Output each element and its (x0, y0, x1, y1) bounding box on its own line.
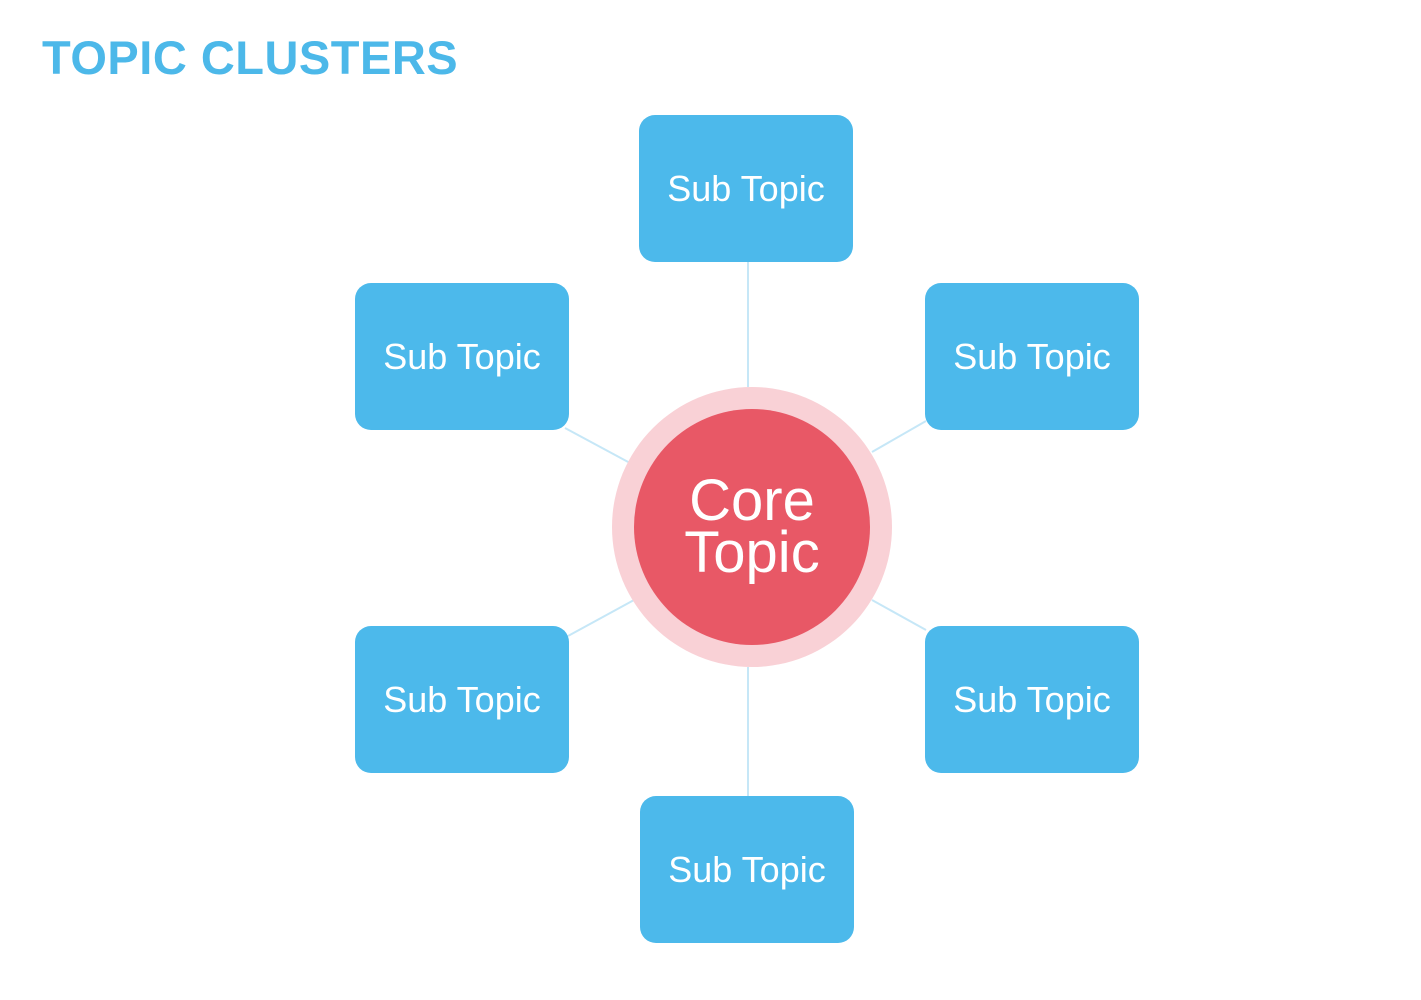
core-topic-label: Core Topic (684, 468, 820, 585)
connector-upper-right (871, 420, 927, 453)
sub-topic-label: Sub Topic (667, 167, 825, 209)
connector-lower-right (871, 599, 927, 631)
sub-topic-label: Sub Topic (953, 335, 1111, 377)
connector-upper-left (564, 427, 631, 464)
connector-lower-left (567, 599, 635, 637)
sub-topic-upper-right: Sub Topic (925, 283, 1139, 430)
diagram-title: TOPIC CLUSTERS (42, 31, 459, 84)
sub-topic-label: Sub Topic (383, 678, 541, 720)
sub-topic-label: Sub Topic (668, 848, 826, 890)
core-topic-circle: Core Topic (634, 409, 870, 645)
sub-topic-bottom: Sub Topic (640, 796, 854, 943)
sub-topic-label: Sub Topic (383, 335, 541, 377)
sub-topic-label: Sub Topic (953, 678, 1111, 720)
sub-topic-lower-right: Sub Topic (925, 626, 1139, 773)
sub-topic-lower-left: Sub Topic (355, 626, 569, 773)
sub-topic-top: Sub Topic (639, 115, 853, 262)
sub-topic-upper-left: Sub Topic (355, 283, 569, 430)
